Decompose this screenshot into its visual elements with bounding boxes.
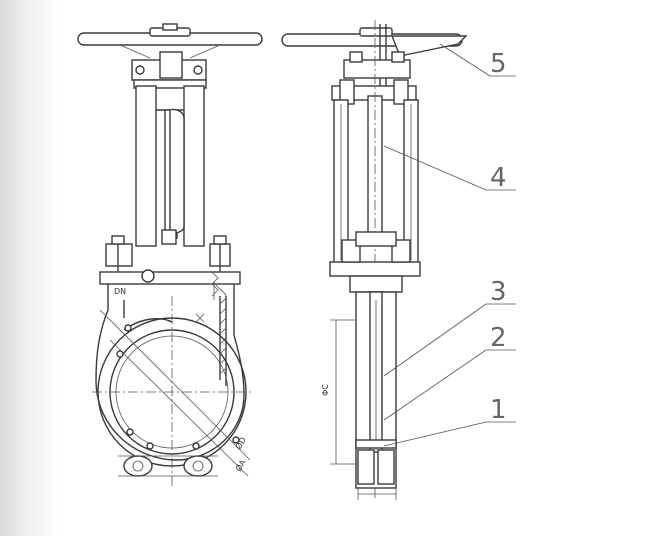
height-dimension: ΦC bbox=[321, 384, 330, 396]
bolt-circle-label-2: ØA bbox=[233, 457, 248, 473]
callout-2-label: 2 bbox=[490, 323, 507, 353]
callout-2: 2 bbox=[383, 323, 516, 421]
body-hatching bbox=[219, 297, 227, 375]
front-view: DN ØD ØA bbox=[77, 23, 263, 486]
dn-mark: DN bbox=[114, 287, 126, 296]
callout-4: 4 bbox=[383, 145, 516, 193]
callout-1: 1 bbox=[383, 395, 516, 447]
callout-3: 3 bbox=[383, 277, 516, 377]
callout-1-label: 1 bbox=[490, 395, 507, 425]
left-edge-shadow bbox=[0, 0, 60, 536]
callout-5: 5 bbox=[439, 43, 516, 79]
callout-5-label: 5 bbox=[490, 49, 507, 79]
callout-4-label: 4 bbox=[490, 163, 507, 193]
callout-3-label: 3 bbox=[490, 277, 507, 307]
front-handwheel bbox=[77, 23, 263, 59]
side-view: ΦC bbox=[281, 20, 468, 500]
